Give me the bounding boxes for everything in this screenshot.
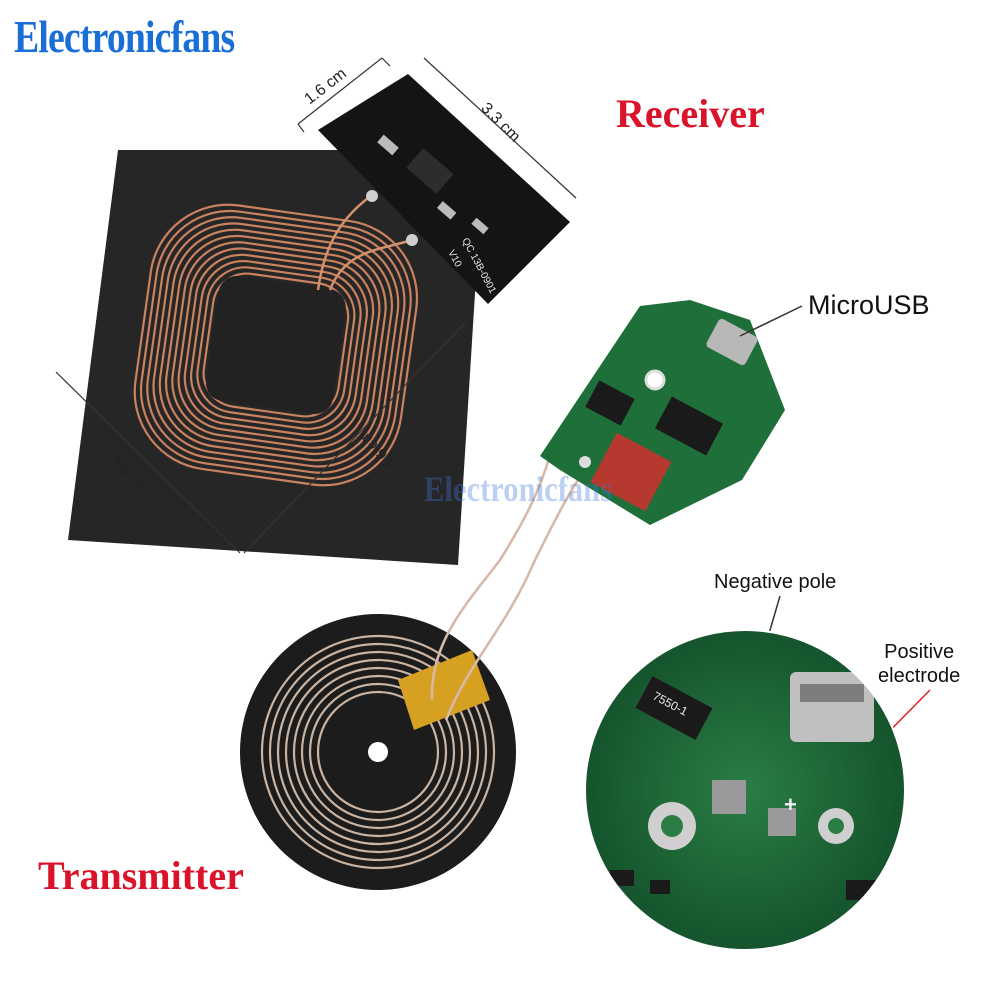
transmitter-wires (430, 454, 587, 721)
micro-usb-port (706, 318, 758, 366)
watermark-text: Electronicfans (424, 469, 613, 509)
transmitter-coil (240, 614, 516, 890)
dimension-lines (55, 57, 577, 554)
negative-pole-label: Negative pole (714, 571, 837, 593)
micro-usb-port-zoomed (790, 672, 874, 742)
transmitter-pcb (540, 300, 785, 525)
receiver-copper-coil (133, 203, 419, 487)
receiver-coil-pad (68, 150, 484, 565)
plus-silkscreen: + (784, 792, 797, 817)
microusb-label: MicroUSB (808, 290, 930, 320)
brand-logo-text: Electronicfans (14, 11, 235, 62)
zoom-detail: 7550-1 + (585, 630, 905, 950)
positive-label-line2: electrode (878, 665, 961, 687)
positive-label-line1: Positive (884, 641, 955, 663)
red-capacitor (590, 432, 672, 512)
positive-electrode-label: Positive electrode (878, 640, 960, 688)
kapton-tape (398, 650, 490, 730)
receiver-label: Receiver (616, 91, 765, 136)
transmitter-label: Transmitter (38, 853, 244, 898)
